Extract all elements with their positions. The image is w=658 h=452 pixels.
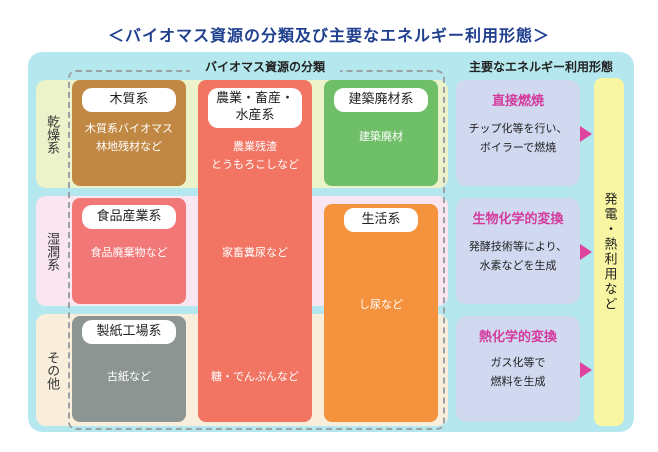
panel-thermochemical-conversion [456, 316, 580, 422]
thermochemical-conversion-description: ガス化等で 燃料を生成 [456, 354, 580, 391]
food-line-1: 食品廃棄物など [90, 246, 168, 259]
construction-line-1: 建築廃材 [359, 130, 403, 143]
card-living [324, 204, 438, 422]
panel-direct-combustion [456, 80, 580, 186]
biochemical-conversion-description: 発酵技術等により、 水素などを生成 [456, 238, 580, 275]
arrow-right-icon [580, 244, 592, 260]
label-agri-line-1: 農業・畜産・ [215, 91, 294, 107]
direct-combustion-title: 直接燃焼 [491, 94, 544, 109]
header-energy-usage: 主要なエネルギー利用形態 [468, 60, 613, 74]
wood-line-2: 林地残材など [96, 139, 162, 153]
agri-wet-line-1: 家畜糞尿など [222, 246, 288, 259]
label-living: 生活系 [344, 208, 418, 232]
living-line-1: し尿など [359, 298, 403, 311]
page-title: ＜バイオマス資源の分類及び主要なエネルギー利用形態＞ [107, 26, 550, 45]
thermochem-line-2: 燃料を生成 [490, 374, 546, 388]
row-label-wet: 湿潤系 [44, 231, 60, 271]
wood-description: 木質系バイオマス 林地残材など [72, 120, 186, 155]
direct-line-1: チップ化等を行い、 [468, 122, 568, 135]
output-bar [594, 78, 624, 426]
thermochemical-conversion-title: 熱化学的変換 [478, 330, 557, 345]
label-food: 食品産業系 [82, 205, 176, 229]
direct-line-2: ボイラーで燃焼 [479, 140, 557, 154]
label-construction: 建築廃材系 [334, 88, 428, 112]
label-wood: 木質系 [82, 88, 176, 112]
agri-dry-line-2: とうもろこしなど [211, 157, 299, 171]
arrow-right-icon [580, 126, 592, 142]
biochem-line-2: 水素などを生成 [479, 258, 557, 272]
agri-other-line-1: 糖・でんぷんなど [211, 370, 299, 383]
panel-biochemical-conversion [456, 198, 580, 304]
output-label: 発電・熱利用など [601, 192, 617, 312]
arrow-right-icon [580, 362, 592, 378]
agri-dry-line-1: 農業残渣 [233, 140, 277, 153]
card-agri [198, 80, 312, 422]
paper-line-1: 古紙など [107, 370, 151, 383]
label-paper: 製紙工場系 [82, 320, 176, 344]
label-agri-line-2: 水産系 [235, 108, 275, 123]
agri-dry-description: 農業残渣 とうもろこしなど [198, 138, 312, 173]
thermochem-line-1: ガス化等で [490, 356, 546, 369]
wood-line-1: 木質系バイオマス [85, 122, 173, 135]
biochemical-conversion-title: 生物化学的変換 [472, 212, 564, 227]
row-label-other: その他 [44, 350, 60, 390]
header-resource-classification: バイオマス資源の分類 [190, 58, 340, 75]
direct-combustion-description: チップ化等を行い、 ボイラーで燃焼 [456, 120, 580, 157]
label-agri: 農業・畜産・ 水産系 [208, 88, 302, 128]
row-label-dry: 乾燥系 [44, 114, 60, 154]
biochem-line-1: 発酵技術等により、 [468, 240, 568, 253]
